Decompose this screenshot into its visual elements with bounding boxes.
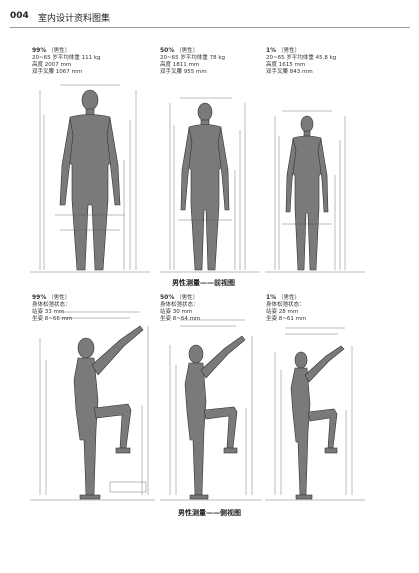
front-figure-1-silhouette: [285, 115, 329, 271]
book-title: 室内设计资料图集: [38, 14, 111, 24]
side-view-drawing: [30, 311, 365, 501]
side-figure-50-silhouette: [184, 335, 246, 500]
front-figure-1-label: 99% 〔男性〕 20~65 岁平均体重 111 kg 高度 2007 mm 双…: [32, 47, 101, 75]
page-number: 004: [10, 11, 29, 21]
side-figure-2-label: 50% 〔男性〕 身体松弛状态： 站姿 30 mm 坐姿 8~64 mm: [160, 294, 201, 322]
side-view-panel: 99% 〔男性〕 身体松弛状态： 站姿 33 mm 坐姿 8~66 mm 50%…: [0, 290, 419, 573]
side-view-caption: 男性测量——侧视图: [178, 509, 241, 517]
front-figure-2-label: 50% 〔男性〕 20~65 岁平均体重 78 kg 高度 1811 mm 双手…: [160, 47, 226, 75]
side-figure-1-label: 99% 〔男性〕 身体松弛状态： 站姿 33 mm 坐姿 8~66 mm: [32, 294, 73, 322]
front-view-drawing: [30, 84, 365, 273]
front-figure-3-label: 1% 〔男性〕 20~65 岁平均体重 45.8 kg 高度 1615 mm 双…: [266, 47, 337, 75]
page-header: 004 室内设计资料图集: [10, 11, 410, 27]
front-figure-50-silhouette: [180, 102, 230, 271]
front-figure-99-silhouette: [59, 89, 121, 271]
front-view-caption: 男性测量——前视图: [172, 279, 235, 287]
side-figure-1-silhouette: [290, 345, 345, 500]
front-view-panel: 99% 〔男性〕 20~65 岁平均体重 111 kg 高度 2007 mm 双…: [30, 47, 365, 287]
side-figure-3-label: 1% 〔男性〕 身体松弛状态： 站姿 28 mm 坐姿 8~61 mm: [266, 294, 307, 322]
side-figure-99-silhouette: [73, 325, 144, 500]
header-rule: [10, 27, 410, 28]
